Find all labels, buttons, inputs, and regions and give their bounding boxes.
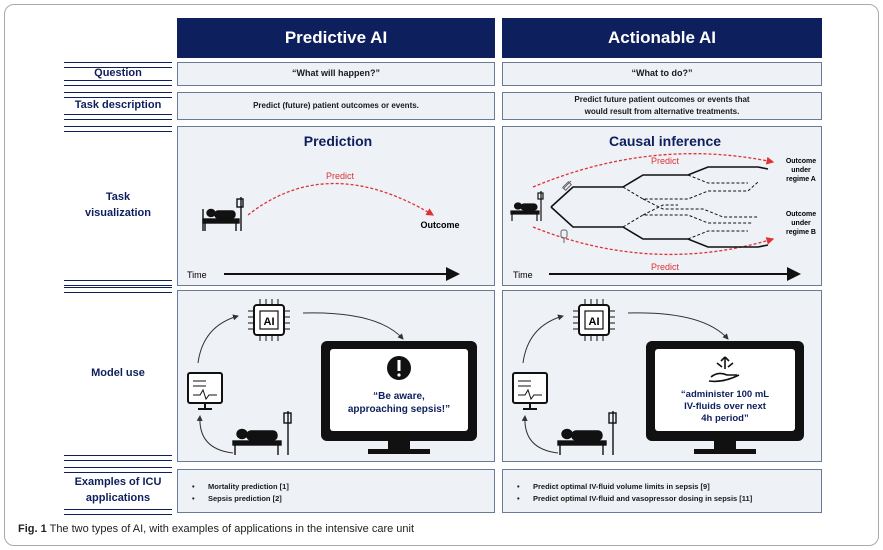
header-predictive-ai: Predictive AI — [177, 18, 495, 58]
svg-text:AI: AI — [589, 316, 600, 328]
flow-arrow — [302, 312, 404, 340]
predict-arrow — [247, 182, 435, 216]
list-item: Sepsis prediction [2] — [192, 493, 289, 505]
predict-label-top: Predict — [651, 156, 680, 166]
visualization-cell-actionable: Causal inference Predict Predict Outcome — [502, 126, 822, 286]
viz-title: Prediction — [304, 133, 372, 149]
examples-list: Predict optimal IV-fluid volume limits i… — [517, 481, 752, 504]
time-label: Time — [513, 270, 533, 280]
patient-monitor-icon — [187, 372, 223, 410]
syringe-icon — [562, 180, 572, 191]
examples-cell-actionable: Predict optimal IV-fluid volume limits i… — [502, 469, 822, 513]
flow-arrow — [196, 415, 234, 454]
flow-arrow — [521, 415, 559, 454]
question-text: “What will happen?” — [292, 68, 380, 79]
iv-bag-icon — [560, 229, 568, 243]
description-text: Predict future patient outcomes or event… — [574, 95, 750, 116]
examples-cell-predictive: Mortality prediction [1] Sepsis predicti… — [177, 469, 495, 513]
question-cell-predictive: “What will happen?” — [177, 62, 495, 86]
model-use-cell-actionable: AI — [502, 290, 822, 462]
flow-arrow — [197, 314, 239, 364]
examples-list: Mortality prediction [1] Sepsis predicti… — [192, 481, 289, 504]
ai-chip-icon: AI — [573, 299, 615, 341]
flow-arrow — [522, 314, 564, 364]
caption-text: The two types of AI, with examples of ap… — [49, 523, 415, 535]
patient-bed-icon — [232, 411, 292, 455]
model-use-cell-predictive: AI — [177, 290, 495, 462]
list-item: Mortality prediction [1] — [192, 481, 289, 493]
patient-bed-icon — [510, 191, 544, 221]
row-label-task-visualization: Task visualization — [64, 126, 172, 286]
row-label-task-description: Task description — [64, 92, 172, 120]
question-text: “What to do?” — [631, 68, 693, 79]
patient-monitor-icon — [512, 372, 548, 410]
patient-bed-icon — [557, 411, 617, 455]
treatment-branches — [550, 166, 769, 248]
caption-label: Fig. 1 — [18, 523, 47, 535]
row-label-examples: Examples of ICU applications — [64, 467, 172, 515]
predict-arrow-top — [532, 153, 775, 188]
row-label-question: Question — [64, 62, 172, 86]
warning-icon — [387, 356, 411, 380]
question-cell-actionable: “What to do?” — [502, 62, 822, 86]
description-cell-predictive: Predict (future) patient outcomes or eve… — [177, 92, 495, 120]
monitor-screen — [321, 341, 477, 454]
predict-label: Predict — [326, 171, 355, 181]
list-item: Predict optimal IV-fluid and vasopressor… — [517, 493, 752, 505]
monitor-message: “Be aware,approaching sepsis!” — [348, 391, 450, 415]
patient-bed-icon — [202, 197, 244, 231]
svg-text:AI: AI — [264, 316, 275, 328]
flow-arrow — [627, 312, 729, 340]
description-text: Predict (future) patient outcomes or eve… — [253, 101, 419, 110]
outcome-label: Outcome — [420, 220, 459, 230]
figure-caption: Fig. 1 The two types of AI, with example… — [18, 523, 414, 535]
time-label: Time — [187, 270, 207, 280]
visualization-cell-predictive: Prediction Predict Outcome Time — [177, 126, 495, 286]
viz-title: Causal inference — [609, 133, 721, 149]
hand-treatment-icon — [708, 356, 740, 383]
monitor-screen — [646, 341, 804, 454]
predict-label-bottom: Predict — [651, 262, 680, 272]
description-cell-actionable: Predict future patient outcomes or event… — [502, 92, 822, 120]
list-item: Predict optimal IV-fluid volume limits i… — [517, 481, 752, 493]
row-label-model-use: Model use — [64, 287, 172, 461]
ai-chip-icon: AI — [248, 299, 290, 341]
alternative-branches — [622, 174, 759, 240]
header-actionable-ai: Actionable AI — [502, 18, 822, 58]
